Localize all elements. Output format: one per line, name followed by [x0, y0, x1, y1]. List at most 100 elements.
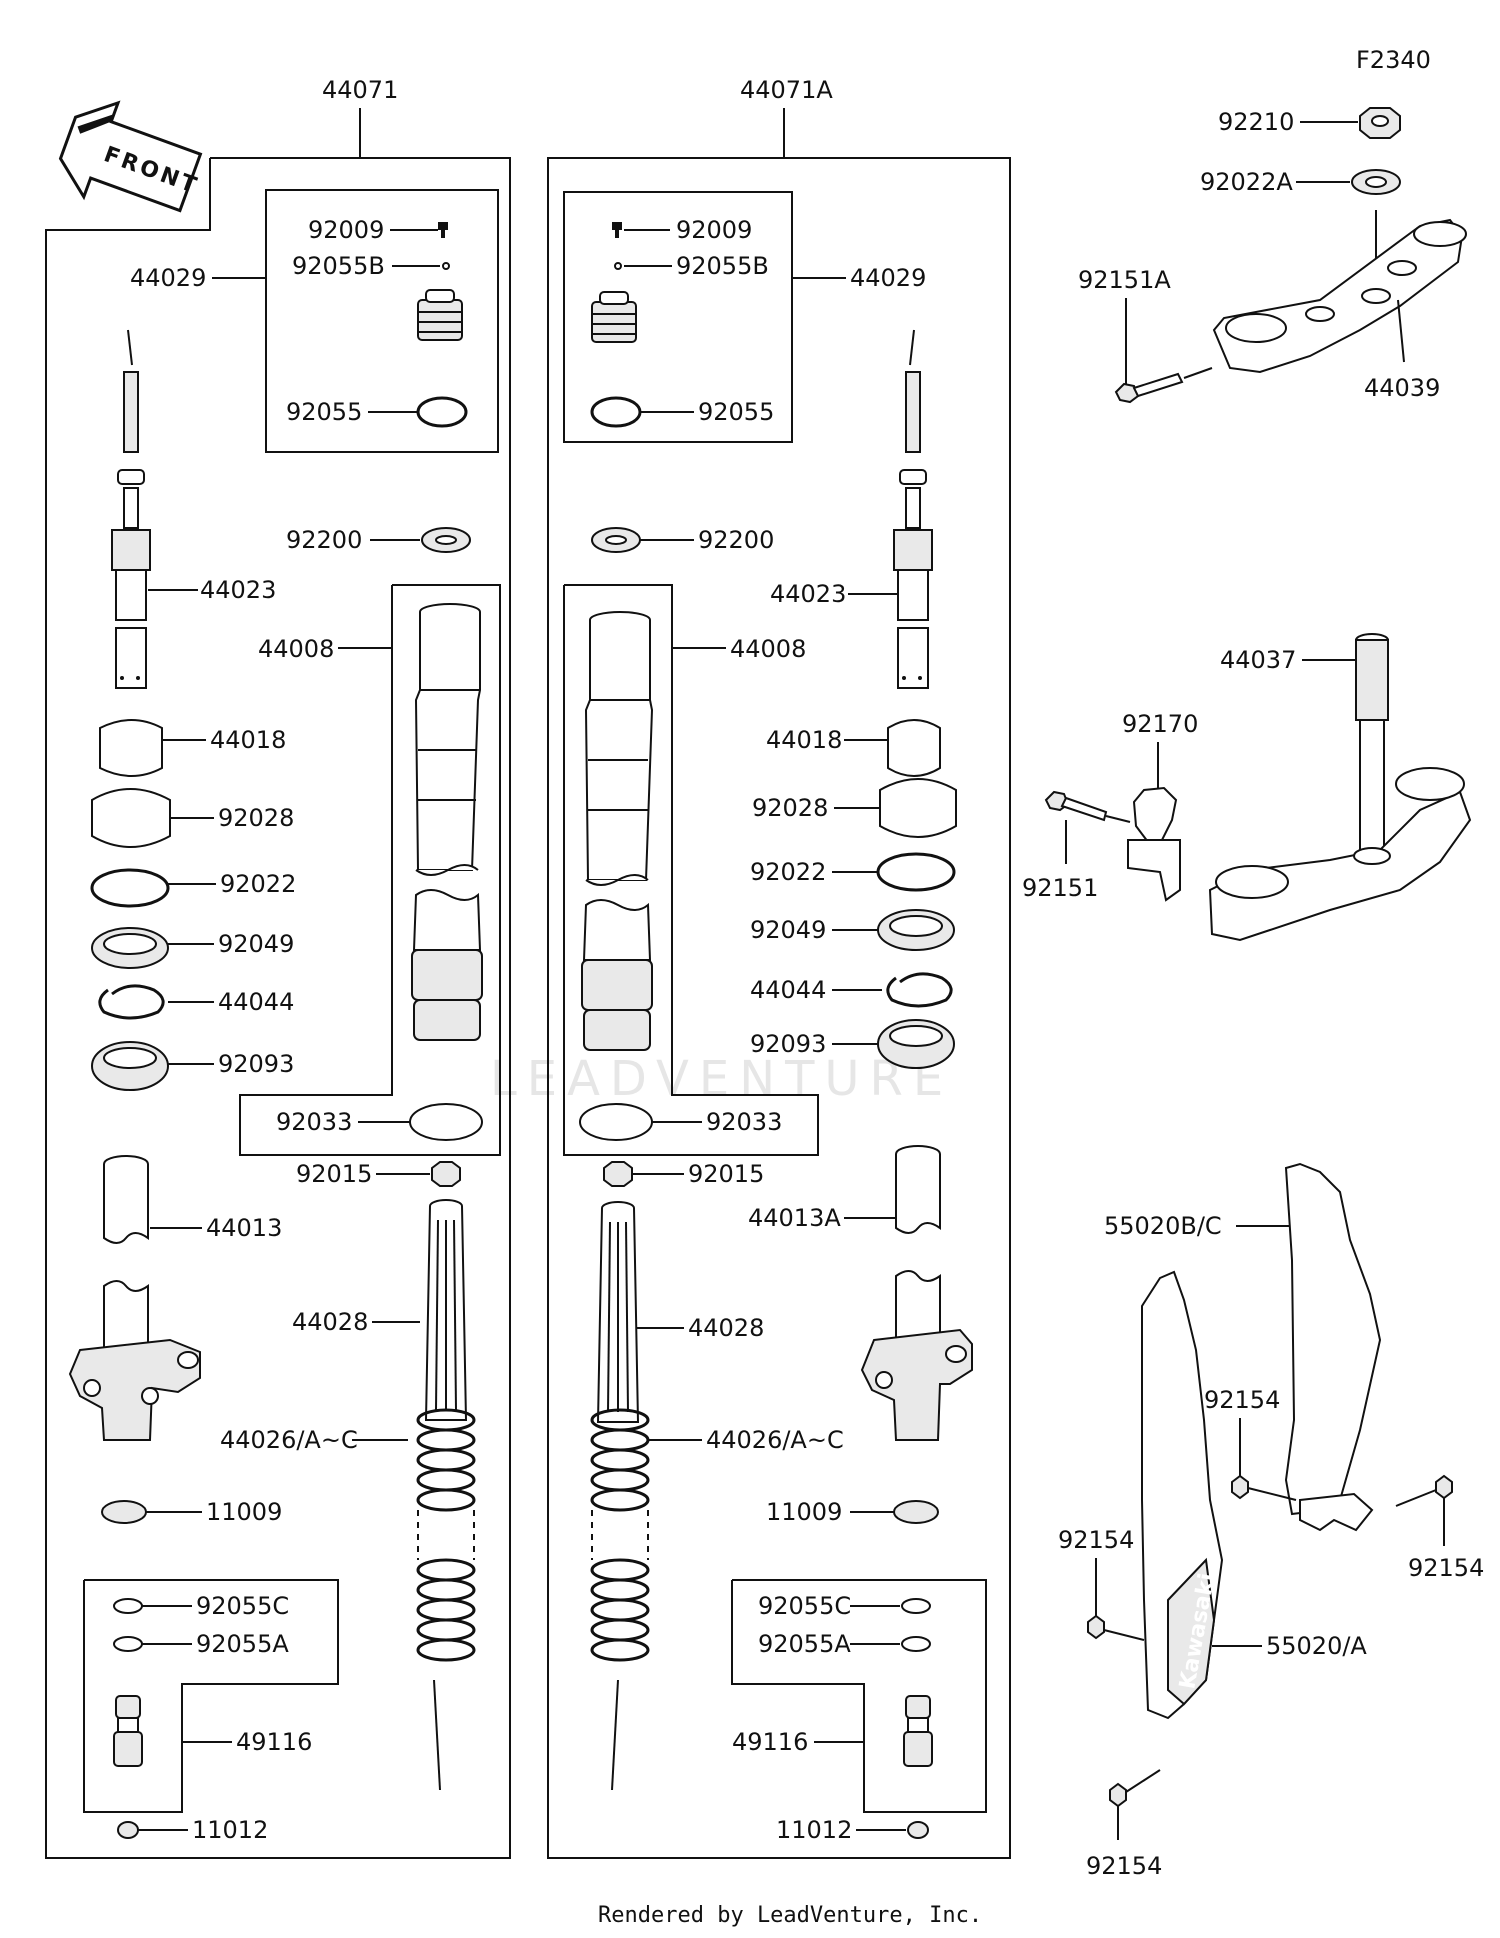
right-label-49116: 49116	[732, 1728, 808, 1756]
right-44008-box	[563, 584, 819, 1156]
screw-icon	[1231, 1474, 1249, 1500]
watermark: LEADVENTURE	[490, 1051, 953, 1107]
nut-11012-icon	[907, 1821, 929, 1839]
label-92154-d: 92154	[1086, 1852, 1162, 1880]
left-label-11012: 11012	[192, 1816, 268, 1844]
clip-icon	[886, 972, 953, 1008]
spring-icon	[590, 1408, 650, 1662]
inner-tube-icon	[860, 1145, 973, 1441]
right-label-44023: 44023	[770, 580, 846, 608]
bolt-icon	[1114, 372, 1184, 404]
label-92154-b: 92154	[1408, 1554, 1484, 1582]
right-label-92055A: 92055A	[758, 1630, 851, 1658]
guide-bushing-icon	[879, 778, 957, 838]
inner-tube-icon	[68, 1155, 201, 1441]
left-label-44029: 44029	[130, 264, 206, 292]
right-label-92093: 92093	[750, 1030, 826, 1058]
washer-icon	[876, 852, 956, 892]
footer-credit: Rendered by LeadVenture, Inc.	[598, 1903, 982, 1928]
left-label-92093: 92093	[218, 1050, 294, 1078]
left-label-44023: 44023	[200, 576, 276, 604]
left-assembly-frame	[45, 157, 511, 1859]
left-label-92055: 92055	[286, 398, 362, 426]
left-label-92009: 92009	[308, 216, 384, 244]
nut-icon	[603, 1161, 633, 1187]
cartridge-icon	[596, 1201, 640, 1423]
right-label-44044: 44044	[750, 976, 826, 1004]
right-label-92200: 92200	[698, 526, 774, 554]
upper-clamp-icon	[1212, 218, 1467, 374]
bolt-icon	[1044, 790, 1108, 822]
left-label-92055B: 92055B	[292, 252, 385, 280]
left-label-92015: 92015	[296, 1160, 372, 1188]
screw-icon	[1435, 1474, 1453, 1500]
right-assembly-frame	[547, 157, 1011, 1859]
hose-clamp-icon	[1127, 786, 1181, 902]
screw-icon	[438, 222, 448, 238]
right-label-44018: 44018	[766, 726, 842, 754]
washer-11009-icon	[101, 1500, 147, 1524]
washer-11009-icon	[893, 1500, 939, 1524]
left-44008-box	[239, 584, 501, 1156]
label-44037: 44037	[1220, 646, 1296, 674]
right-label-92055B: 92055B	[676, 252, 769, 280]
left-label-44008: 44008	[258, 635, 334, 663]
outer-tube-icon	[411, 603, 483, 1041]
left-label-11009: 11009	[206, 1498, 282, 1526]
cartridge-icon	[424, 1199, 468, 1421]
label-44039: 44039	[1364, 374, 1440, 402]
label-92170: 92170	[1122, 710, 1198, 738]
left-label-92028: 92028	[218, 804, 294, 832]
right-label-44013A: 44013A	[748, 1204, 841, 1232]
right-label-11009: 11009	[766, 1498, 842, 1526]
bushing-icon	[887, 719, 941, 777]
bushing-icon	[99, 719, 163, 777]
right-label-92022: 92022	[750, 858, 826, 886]
right-label-92028: 92028	[752, 794, 828, 822]
right-label-44028: 44028	[688, 1314, 764, 1342]
left-fork-assembly: 44071 44029 92009 92055B 92055 92200 440…	[45, 76, 511, 1859]
left-label-44018: 44018	[210, 726, 286, 754]
nut-11012-icon	[117, 1821, 139, 1839]
front-fork-guard-icon: Kawasaki	[1141, 1270, 1224, 1720]
left-label-92200: 92200	[286, 526, 362, 554]
steering-stem-icon	[1208, 633, 1472, 942]
right-label-92049: 92049	[750, 916, 826, 944]
front-arrow-icon: FRONT	[58, 100, 203, 213]
right-label-11012: 11012	[776, 1816, 852, 1844]
fork-cap-icon	[591, 291, 637, 343]
guide-bushing-icon	[91, 788, 171, 848]
label-55020BC: 55020B/C	[1104, 1212, 1222, 1240]
damper-rod-icon	[893, 329, 933, 689]
left-label-92055A: 92055A	[196, 1630, 289, 1658]
outer-tube-icon	[581, 611, 654, 1051]
left-label-44028: 44028	[292, 1308, 368, 1336]
left-label-92033: 92033	[276, 1108, 352, 1136]
fork-cap-icon	[417, 289, 463, 341]
left-label-44026: 44026/A~C	[220, 1426, 358, 1454]
right-label-44026: 44026/A~C	[706, 1426, 844, 1454]
label-55020A: 55020/A	[1266, 1632, 1367, 1660]
right-label-92055C: 92055C	[758, 1592, 851, 1620]
screw-icon	[1087, 1614, 1105, 1640]
screw-icon	[1109, 1782, 1127, 1808]
right-label-44029: 44029	[850, 264, 926, 292]
valve-icon	[113, 1695, 143, 1767]
label-92210: 92210	[1218, 108, 1294, 136]
right-49116-box	[731, 1579, 987, 1813]
left-label-92049: 92049	[218, 930, 294, 958]
label-92022A: 92022A	[1200, 168, 1293, 196]
damper-rod-icon	[111, 329, 151, 689]
label-92154-a: 92154	[1204, 1386, 1280, 1414]
left-assembly-title: 44071	[322, 76, 398, 104]
valve-icon	[903, 1695, 933, 1767]
rear-fork-guard-icon	[1284, 1162, 1382, 1532]
right-44029-box	[563, 191, 793, 443]
left-label-49116: 49116	[236, 1728, 312, 1756]
left-label-44013: 44013	[206, 1214, 282, 1242]
left-label-44044: 44044	[218, 988, 294, 1016]
clip-icon	[98, 984, 165, 1020]
right-fork-assembly: 44071A 44029 92009 92055B 92055 92200 44…	[547, 76, 1011, 1859]
steering-parts: 92210 92022A 44039 92151A 44037	[1022, 107, 1484, 1880]
